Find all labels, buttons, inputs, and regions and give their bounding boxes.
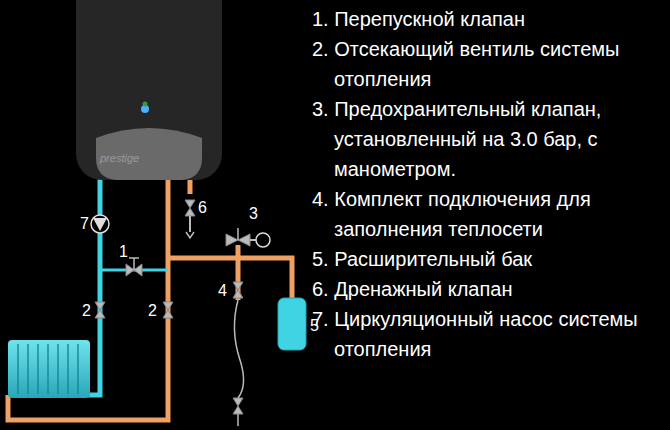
callout-number: 4 xyxy=(218,283,227,299)
callout-number: 2 xyxy=(82,303,91,319)
gas-boiler: prestige xyxy=(76,0,222,180)
bypass-valve xyxy=(126,258,142,276)
circulation-pump xyxy=(91,215,109,233)
callout-number: 1 xyxy=(119,244,128,260)
callout-number: 7 xyxy=(80,216,89,232)
parts-list-item: 5. Расширительный бак xyxy=(312,244,664,274)
callout-number: 2 xyxy=(148,303,157,319)
callout-number: 3 xyxy=(249,206,258,222)
callout-number: 6 xyxy=(198,200,207,216)
supply-pipe xyxy=(8,178,292,420)
fill-hose xyxy=(234,300,243,398)
callout-number: 5 xyxy=(310,318,319,334)
shutoff-valves xyxy=(95,200,243,414)
parts-list-item: 2. Отсекающий вентиль системы отопления xyxy=(312,34,664,94)
parts-list-item: 7. Циркуляционный насос системы отоплени… xyxy=(312,304,664,364)
parts-list-item: 4. Комплект подключения для заполнения т… xyxy=(312,184,664,244)
brand-name: prestige xyxy=(100,152,139,164)
drain-outlet xyxy=(189,216,191,232)
parts-list-item: 6. Дренажный клапан xyxy=(312,274,664,304)
expansion-tank xyxy=(278,298,306,350)
boiler-body xyxy=(76,0,222,180)
parts-list-item: 1. Перепускной клапан xyxy=(312,4,664,34)
parts-list-item: 3. Предохранительный клапан, установленн… xyxy=(312,94,664,184)
parts-list: 1. Перепускной клапан2. Отсекающий венти… xyxy=(312,4,664,364)
radiator xyxy=(8,340,90,398)
safety-valve xyxy=(226,228,270,247)
